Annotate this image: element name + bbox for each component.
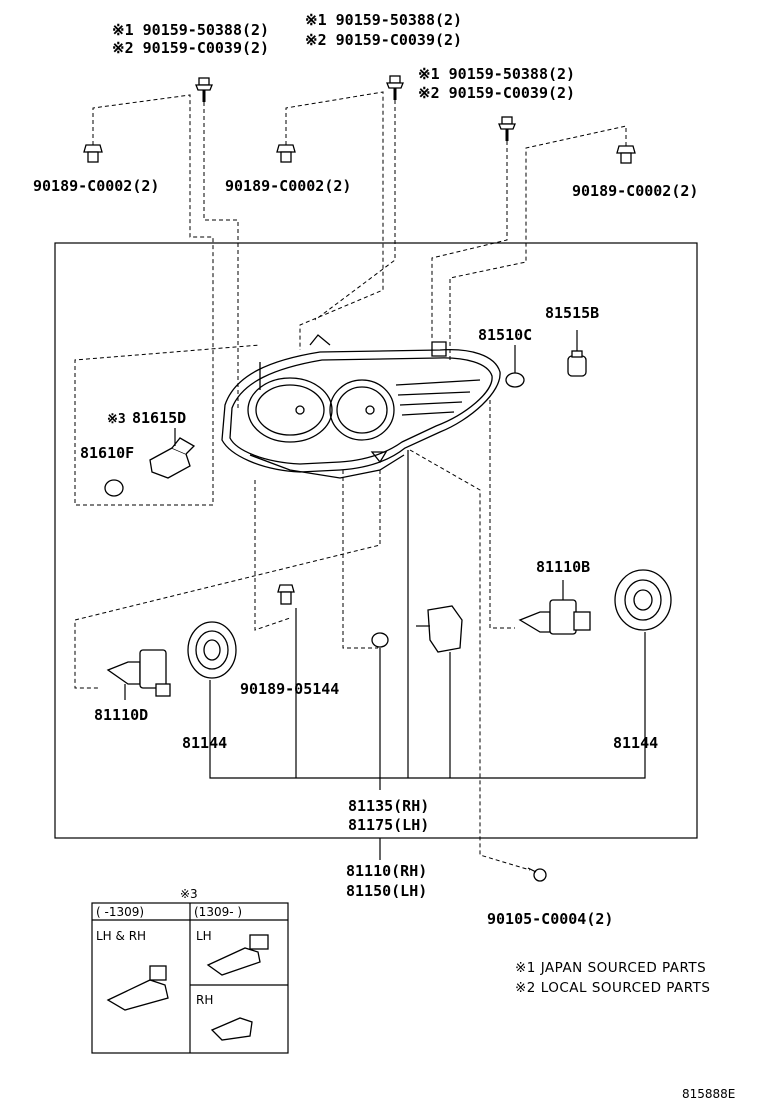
bolt-left-label-2: ※2 90159-C0039(2) (112, 39, 269, 57)
part-90189-05144-label: 90189-05144 (240, 680, 339, 698)
clip-3 (616, 145, 636, 164)
part-81144-left-label: 81144 (182, 734, 227, 752)
bulb-81110B (518, 580, 591, 635)
bulb-81510C (505, 345, 525, 388)
legend-cell-rh: RH (196, 993, 213, 1007)
clip-2 (276, 144, 296, 163)
legend-cell-lh: LH (196, 929, 212, 943)
note-japan: ※1 JAPAN SOURCED PARTS (515, 960, 706, 976)
clip-label-2: 90189-C0002(2) (225, 177, 351, 195)
bolt-right (498, 116, 516, 141)
bolt-right-label-1: ※1 90159-50388(2) (418, 65, 575, 83)
part-81110B-label: 81110B (536, 558, 590, 576)
part-81110-label: 81110(RH) (346, 862, 427, 880)
legend-mark: ※3 (180, 887, 198, 901)
part-81110D-label: 81110D (94, 706, 148, 724)
part-81615D-mark: ※3 (107, 412, 126, 427)
assembly-frame (54, 242, 698, 839)
clip-90189-05144 (277, 584, 297, 680)
socket-81515B (567, 330, 587, 377)
bulb-81110D (106, 649, 171, 700)
leveling-motor (416, 605, 463, 653)
legend-cell-lhrh: LH & RH (96, 929, 146, 943)
bolt-mid-label-1: ※1 90159-50388(2) (305, 11, 462, 29)
part-81515B-label: 81515B (545, 304, 599, 322)
dust-cap-right (614, 569, 672, 631)
part-81175-label: 81175(LH) (348, 816, 429, 834)
figure-id: 815888E (682, 1087, 735, 1101)
part-81510C-label: 81510C (478, 326, 532, 344)
part-81610F-label: 81610F (80, 444, 134, 462)
part-81615D-label: 81615D (132, 409, 186, 427)
bolt-left (195, 77, 213, 102)
dust-cap-left (187, 621, 237, 679)
headlamp-housing (221, 334, 501, 479)
part-81135-label: 81135(RH) (348, 797, 429, 815)
bulb-81610F (104, 479, 124, 497)
part-81144-right-label: 81144 (613, 734, 658, 752)
bolt-left-label-1: ※1 90159-50388(2) (112, 21, 269, 39)
note-local: ※2 LOCAL SOURCED PARTS (515, 980, 711, 996)
legend-col1-header: ( -1309) (96, 905, 144, 919)
clip-label-3: 90189-C0002(2) (572, 182, 698, 200)
o-ring (371, 632, 389, 648)
legend-col2-header: (1309- ) (194, 905, 242, 919)
clip-label-1: 90189-C0002(2) (33, 177, 159, 195)
legend-table (91, 902, 289, 1054)
screw-90105 (527, 867, 547, 882)
part-90105-label: 90105-C0004(2) (487, 910, 613, 928)
part-81150-label: 81150(LH) (346, 882, 427, 900)
bolt-mid-label-2: ※2 90159-C0039(2) (305, 31, 462, 49)
bolt-mid (386, 75, 404, 100)
clip-1 (83, 144, 103, 163)
bolt-right-label-2: ※2 90159-C0039(2) (418, 84, 575, 102)
connector-81615D (149, 428, 196, 479)
